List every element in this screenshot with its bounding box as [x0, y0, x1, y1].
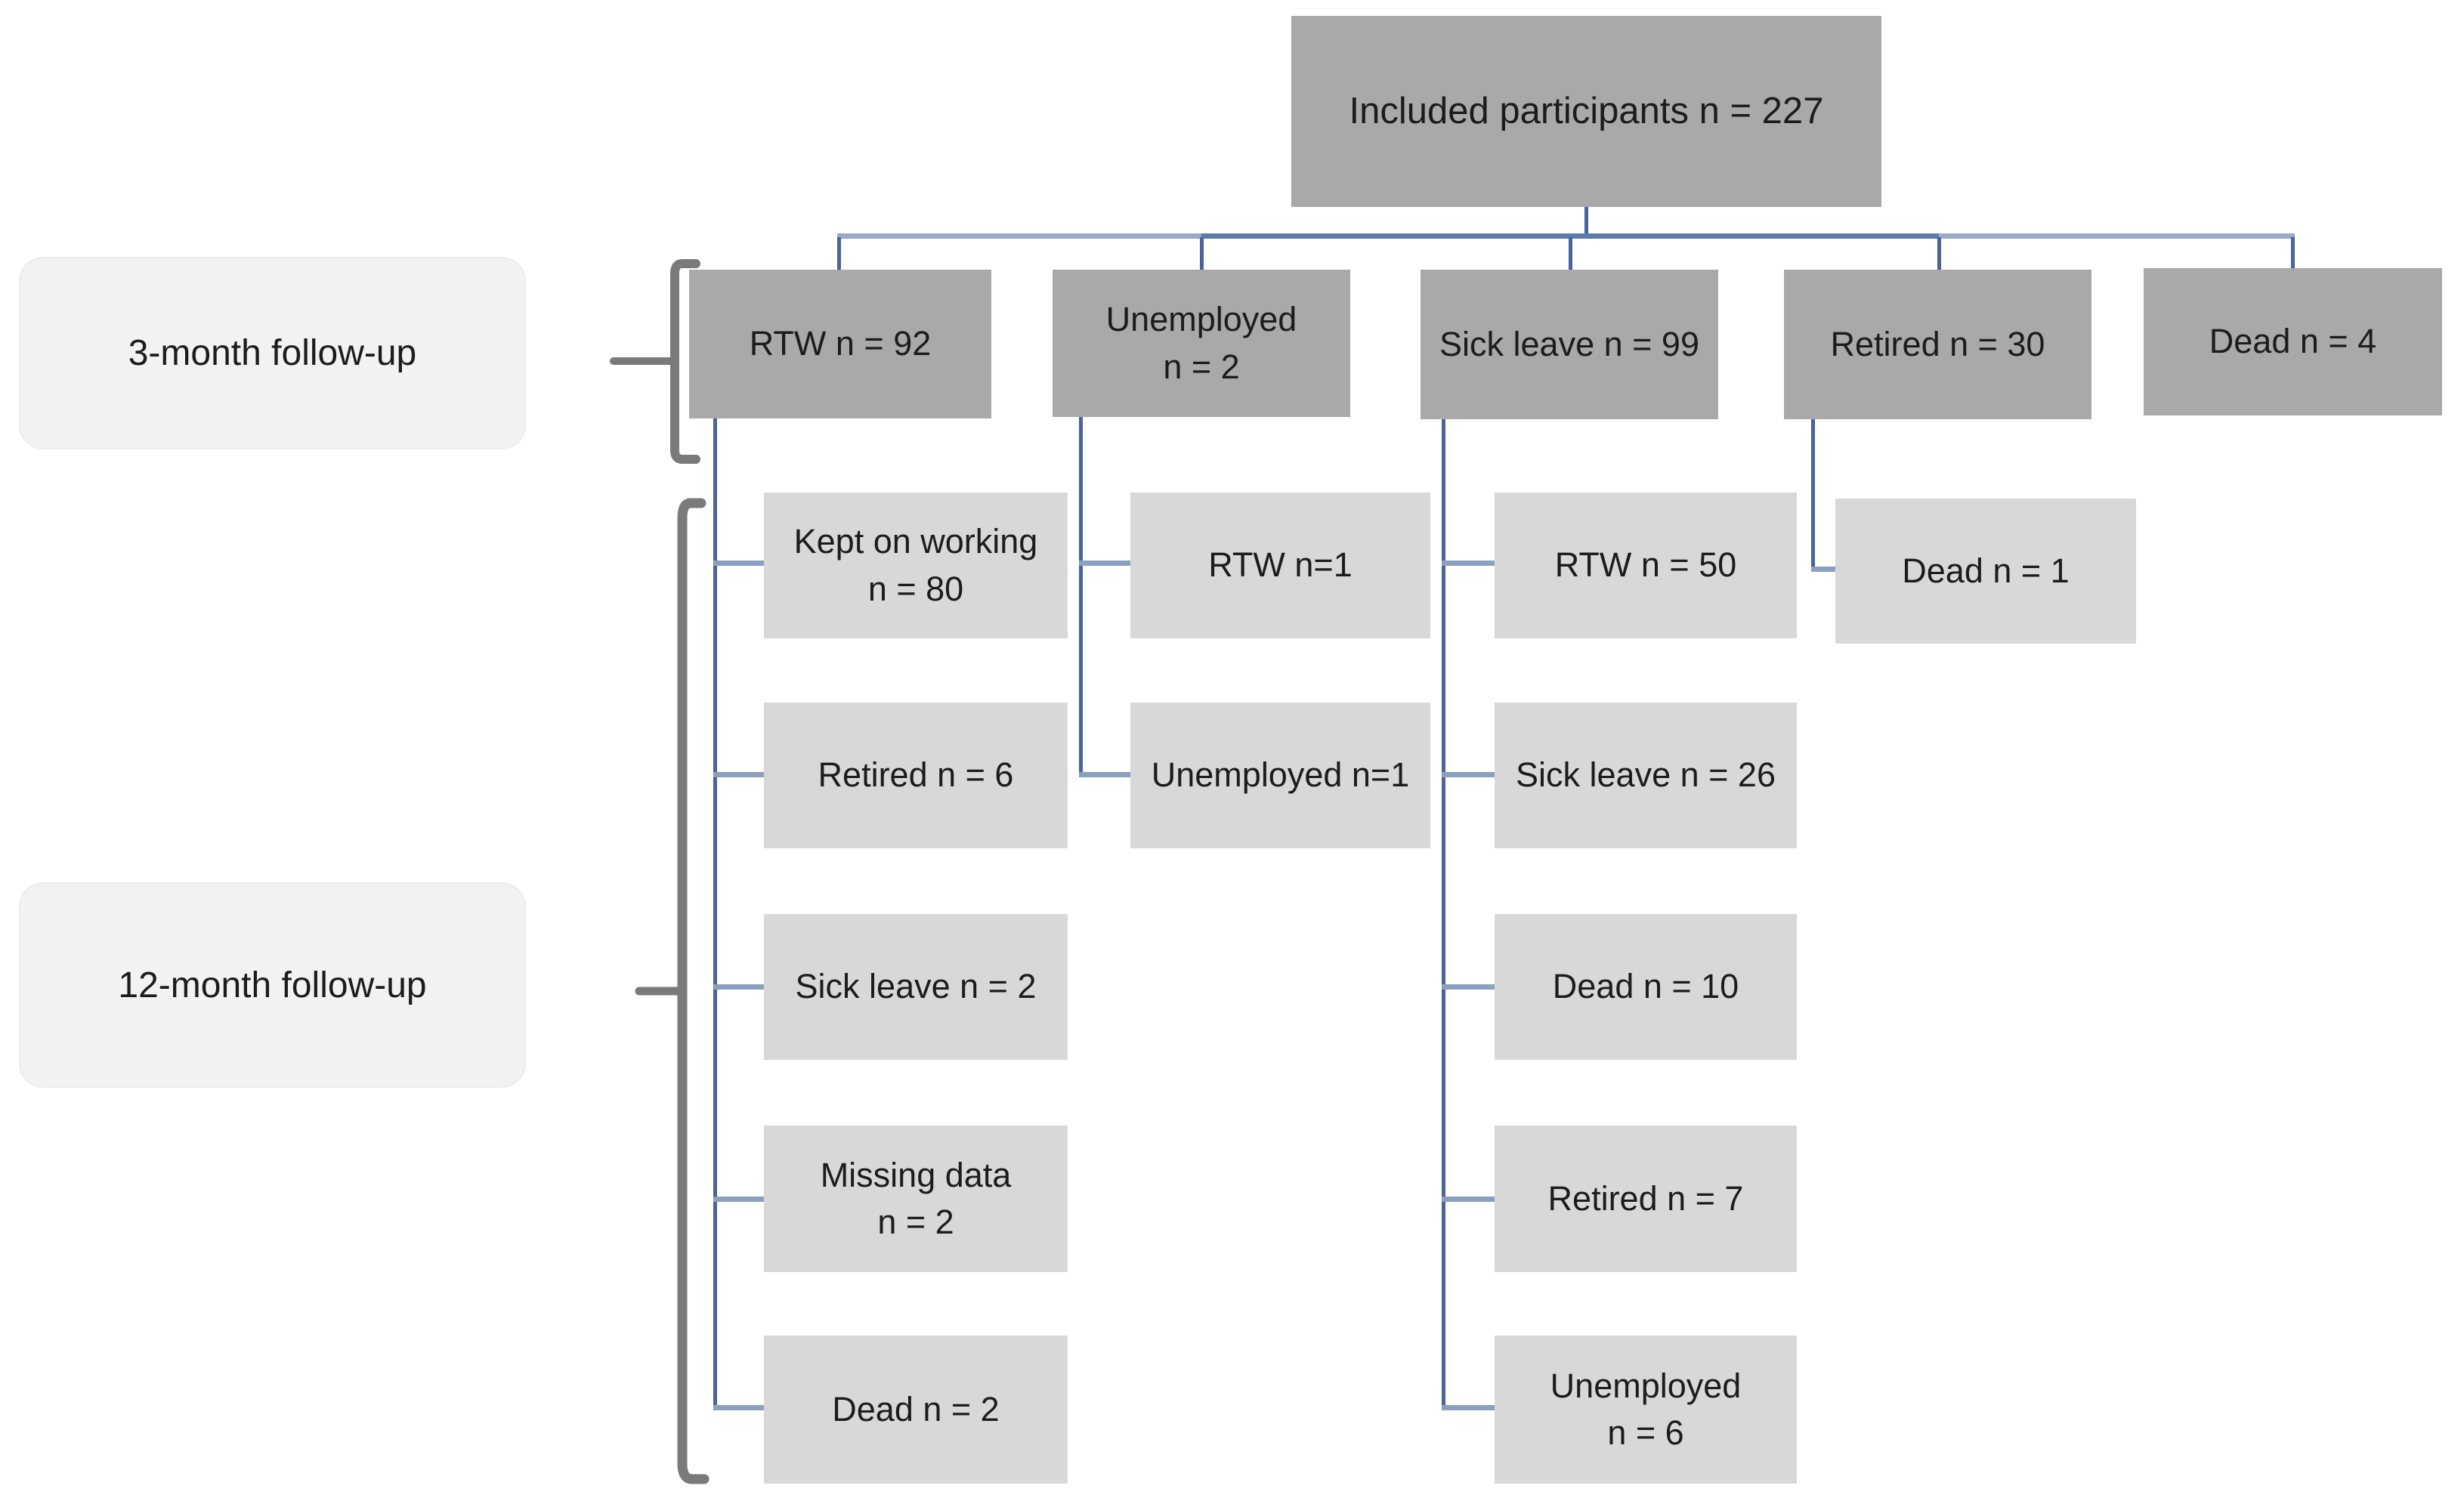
node-text: n = 2	[877, 1203, 954, 1241]
node-dead-12m-rtw: Dead n = 2	[764, 1336, 1068, 1484]
node-text: n = 80	[867, 569, 964, 608]
connector-sick-stub-1	[1442, 561, 1495, 566]
node-text: Retired n = 7	[1547, 1178, 1744, 1218]
node-text: Kept on working	[793, 522, 1038, 561]
connector-rtw-stub-4	[713, 1197, 764, 1202]
node-text: Dead n = 1	[1902, 551, 2070, 590]
node-text: n = 2	[1163, 347, 1240, 386]
connector-unemployed-stub-1	[1079, 561, 1130, 566]
node-text: Dead n = 2	[832, 1389, 1000, 1428]
node-text: RTW n = 92	[749, 324, 932, 363]
node-text: Missing data	[820, 1155, 1012, 1194]
node-retired-3m: Retired n = 30	[1784, 270, 2091, 419]
node-text: Sick leave n = 26	[1516, 755, 1776, 795]
side-label-text: 3-month follow-up	[128, 333, 417, 373]
connector-drop-sick-leave	[1569, 237, 1572, 270]
connector-sick-stub-4	[1442, 1197, 1495, 1202]
connector-unemployed-stub-2	[1079, 772, 1130, 777]
connector-drop-retired	[1937, 237, 1941, 270]
node-text: Unemployed	[1550, 1366, 1742, 1405]
connector-drop-dead	[2291, 237, 2295, 270]
node-dead-12m-sick: Dead n = 10	[1495, 914, 1797, 1060]
connector-rtw-stub-1	[713, 561, 764, 566]
node-retired-12m-sick: Retired n = 7	[1495, 1126, 1797, 1272]
side-label-3-month-follow-up: 3-month follow-up	[19, 257, 526, 449]
node-sick-leave-3m: Sick leave n = 99	[1421, 270, 1718, 419]
connector-sick-branch-line	[1442, 419, 1445, 1410]
node-sick-leave-12m-sick: Sick leave n = 26	[1495, 703, 1797, 848]
side-label-text: 12-month follow-up	[118, 965, 427, 1005]
connector-rtw-branch-line	[713, 418, 717, 1410]
node-retired-12m-rtw: Retired n = 6	[764, 703, 1068, 848]
connector-distribution-line-overlap	[1201, 233, 1939, 239]
node-unemployed-12m-unemployed: Unemployed n=1	[1130, 703, 1430, 848]
connector-rtw-stub-5	[713, 1405, 764, 1410]
connector-sick-stub-3	[1442, 984, 1495, 990]
node-text: Dead n = 4	[2209, 322, 2377, 361]
connector-sick-stub-5	[1442, 1405, 1495, 1410]
node-text: Unemployed	[1105, 300, 1297, 339]
node-rtw-12m-sick: RTW n = 50	[1495, 493, 1797, 638]
node-text: Dead n = 10	[1552, 967, 1739, 1006]
connector-trunk-stub	[1584, 205, 1588, 237]
side-label-12-month-follow-up: 12-month follow-up	[19, 882, 526, 1088]
node-unemployed-3m: Unemployed n = 2	[1053, 270, 1350, 417]
node-dead-3m: Dead n = 4	[2144, 268, 2442, 415]
node-rtw-12m-unemployed: RTW n=1	[1130, 493, 1430, 638]
node-included: Included participants n = 227	[1291, 16, 1881, 207]
node-text: Retired n = 30	[1830, 324, 2045, 363]
node-text: n = 6	[1607, 1413, 1684, 1452]
connector-rtw-stub-2	[713, 772, 764, 777]
node-text: RTW n = 50	[1554, 545, 1737, 585]
node-sick-leave-12m-rtw: Sick leave n = 2	[764, 914, 1068, 1060]
connector-sick-stub-2	[1442, 772, 1495, 777]
node-text: Included participants n = 227	[1349, 90, 1824, 131]
node-text: Sick leave n = 99	[1439, 324, 1699, 363]
connector-retired-stub	[1811, 567, 1835, 572]
node-dead-12m-retired: Dead n = 1	[1835, 499, 2136, 644]
connector-retired-branch-line	[1811, 419, 1815, 570]
node-text: Retired n = 6	[818, 755, 1014, 795]
node-unemployed-12m-sick: Unemployed n = 6	[1495, 1336, 1797, 1484]
node-missing-data-12m-rtw: Missing data n = 2	[764, 1126, 1068, 1272]
node-text: Sick leave n = 2	[795, 967, 1037, 1006]
node-text: Unemployed n=1	[1151, 755, 1410, 795]
connector-unemployed-branch-line	[1079, 417, 1083, 777]
connector-drop-rtw	[837, 237, 841, 270]
node-rtw-3m: RTW n = 92	[689, 270, 991, 418]
connector-drop-unemployed	[1200, 237, 1204, 270]
connector-rtw-stub-3	[713, 984, 764, 990]
node-kept-on-working-12m: Kept on working n = 80	[764, 493, 1068, 638]
node-text: RTW n=1	[1208, 545, 1353, 585]
